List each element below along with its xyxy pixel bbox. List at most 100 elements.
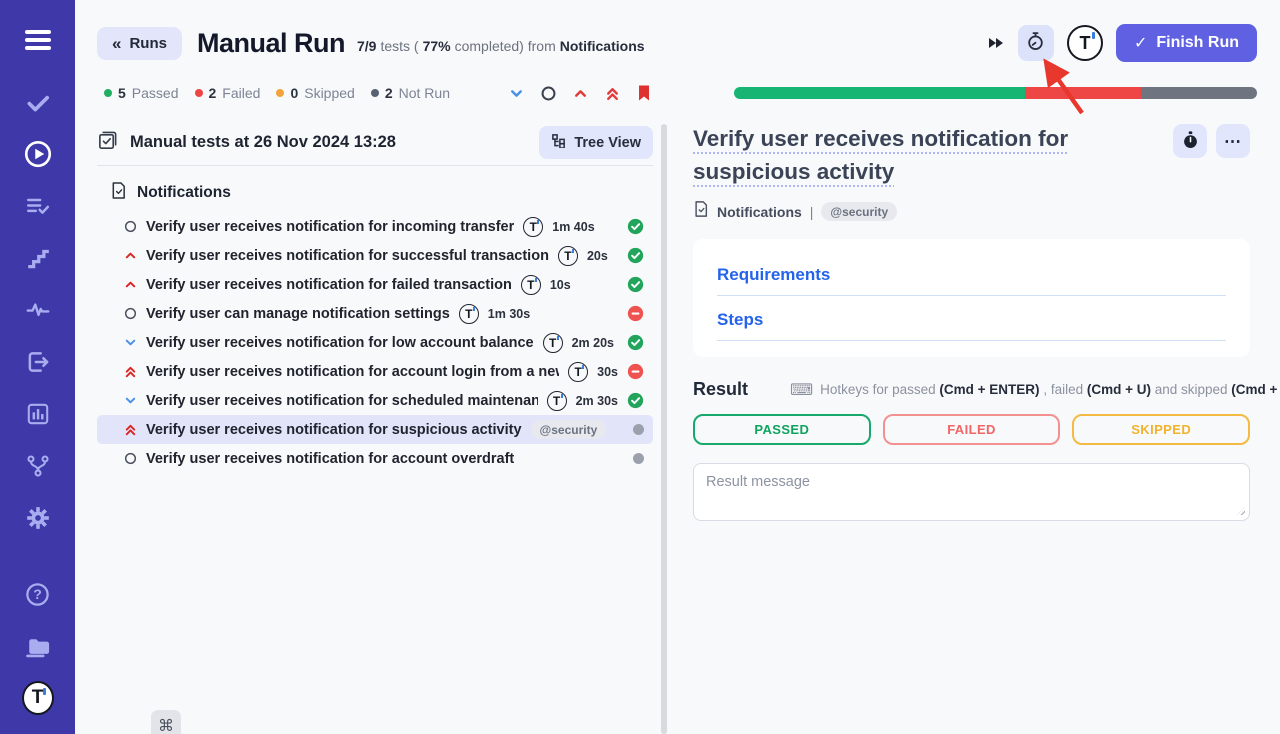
checkmark-nav-icon[interactable] (22, 86, 54, 118)
result-status-button[interactable]: SKIPPED (1072, 414, 1251, 445)
priority-urgent-icon (123, 365, 137, 379)
collapsible-section: Steps (717, 310, 1226, 341)
section-heading[interactable]: Requirements (717, 265, 1226, 296)
automated-test-logo-icon: T (458, 303, 479, 324)
suite-name: Notifications (137, 184, 231, 201)
test-list-panel: Manual tests at 26 Nov 2024 13:28 Tree V… (75, 116, 661, 734)
test-duration: 1m 40s (552, 219, 595, 234)
automated-test-logo-icon: T (568, 361, 589, 382)
status-count: 2 Not Run (370, 85, 450, 101)
chevrons-up-filter-icon[interactable] (604, 85, 621, 102)
status-passed-icon (627, 392, 644, 409)
documents-folder-icon[interactable] (22, 630, 54, 662)
automated-test-logo-icon: T (546, 390, 567, 411)
back-to-runs-label: Runs (129, 34, 167, 52)
status-count: 0 Skipped (276, 85, 355, 101)
status-failed-icon (627, 305, 644, 322)
status-passed-icon (627, 247, 644, 264)
test-row[interactable]: Verify user receives notification for fa… (97, 270, 653, 299)
result-status-button[interactable]: PASSED (693, 414, 871, 445)
runs-nav-icon-active[interactable] (22, 138, 54, 170)
bookmark-filter-icon[interactable] (636, 84, 652, 102)
test-name: Verify user receives notification for su… (146, 247, 549, 264)
progress-segment (1024, 87, 1141, 99)
status-failed-icon (627, 363, 644, 380)
detail-tag[interactable]: @security (821, 202, 898, 221)
test-tag[interactable]: @security (530, 420, 607, 439)
svg-text:?: ? (33, 586, 42, 602)
page-title: Manual Run (196, 27, 346, 58)
ellipsis-icon: ⋯ (1224, 131, 1242, 151)
progress-segment (733, 87, 1025, 99)
command-hotkey-badge[interactable]: ⌘ (151, 710, 181, 734)
check-icon: ✓ (1133, 35, 1148, 52)
finish-run-button[interactable]: ✓ Finish Run (1115, 24, 1257, 62)
status-dot-icon (104, 89, 112, 97)
branches-nav-icon[interactable] (22, 450, 54, 482)
status-count: 2 Failed (194, 85, 260, 101)
test-row[interactable]: Verify user receives notification for su… (97, 241, 653, 270)
tree-view-icon (551, 133, 566, 152)
status-dot-icon (276, 89, 285, 97)
analytics-nav-icon[interactable] (22, 398, 54, 430)
test-row[interactable]: Verify user receives notification for ac… (97, 444, 653, 473)
result-status-button[interactable]: FAILED (882, 414, 1061, 445)
steps-nav-icon[interactable] (22, 242, 54, 274)
test-row[interactable]: Verify user can manage notification sett… (97, 299, 653, 328)
test-row[interactable]: Verify user receives notification for ac… (97, 357, 653, 386)
hamburger-menu-icon[interactable] (22, 24, 54, 56)
priority-high-icon (123, 249, 137, 262)
test-row[interactable]: Verify user receives notification for su… (97, 415, 653, 444)
test-row[interactable]: Verify user receives notification for lo… (97, 328, 653, 357)
automated-test-logo-icon: T (557, 245, 578, 266)
test-duration: 2m 20s (571, 335, 615, 350)
circle-filter-icon[interactable] (540, 85, 557, 102)
test-name: Verify user receives notification for fa… (146, 276, 512, 293)
test-name: Verify user receives notification for ac… (146, 363, 560, 380)
chevron-down-filter-icon[interactable] (508, 85, 525, 102)
chevron-up-filter-icon[interactable] (572, 85, 589, 102)
test-list-nav-icon[interactable] (22, 190, 54, 222)
automated-test-logo-icon: T (523, 216, 544, 237)
section-heading[interactable]: Steps (717, 310, 1226, 341)
priority-low-icon (123, 394, 137, 407)
detail-meta: Notifications | @security (693, 200, 1250, 223)
status-notrun-icon (633, 424, 644, 435)
breadcrumb-separator: | (809, 203, 814, 220)
fast-forward-icon[interactable] (987, 36, 1005, 50)
run-progress-bar (733, 87, 1257, 99)
settings-gear-icon[interactable] (22, 502, 54, 534)
status-passed-icon (627, 218, 644, 235)
more-options-button[interactable]: ⋯ (1216, 124, 1250, 158)
status-counts: 5 Passed 2 Failed 0 Skipped (104, 85, 450, 101)
keyboard-icon: ⌨ (790, 381, 814, 399)
detail-timer-button[interactable] (1173, 124, 1207, 158)
back-to-runs-button[interactable]: « Runs (97, 26, 182, 60)
test-name: Verify user can manage notification sett… (146, 305, 450, 322)
suite-row[interactable]: Notifications (97, 181, 653, 205)
import-nav-icon[interactable] (22, 346, 54, 378)
detail-test-title[interactable]: Verify user receives notification for su… (693, 126, 1069, 184)
test-duration: 2m 30s (575, 393, 618, 408)
tree-view-button[interactable]: Tree View (539, 126, 653, 159)
automated-test-logo-icon: T (520, 274, 541, 295)
user-avatar-logo: T (1066, 25, 1103, 61)
test-name: Verify user receives notification for ac… (146, 450, 515, 467)
stopwatch-icon (1025, 31, 1046, 55)
status-dot-icon (194, 89, 203, 97)
timer-mode-button[interactable] (1017, 25, 1084, 115)
run-list-header: Manual tests at 26 Nov 2024 13:28 Tree V… (97, 120, 653, 166)
brand-logo: T (21, 681, 54, 715)
result-message-input[interactable] (693, 463, 1250, 521)
help-icon[interactable]: ? (22, 578, 54, 610)
detail-breadcrumb[interactable]: Notifications (717, 203, 802, 220)
sidebar: ? T (0, 0, 75, 734)
panel-splitter[interactable] (661, 124, 667, 734)
priority-urgent-icon (123, 423, 137, 437)
test-row[interactable]: Verify user receives notification for in… (97, 212, 653, 241)
pulse-nav-icon[interactable] (22, 294, 54, 326)
test-row[interactable]: Verify user receives notification for sc… (97, 386, 653, 415)
